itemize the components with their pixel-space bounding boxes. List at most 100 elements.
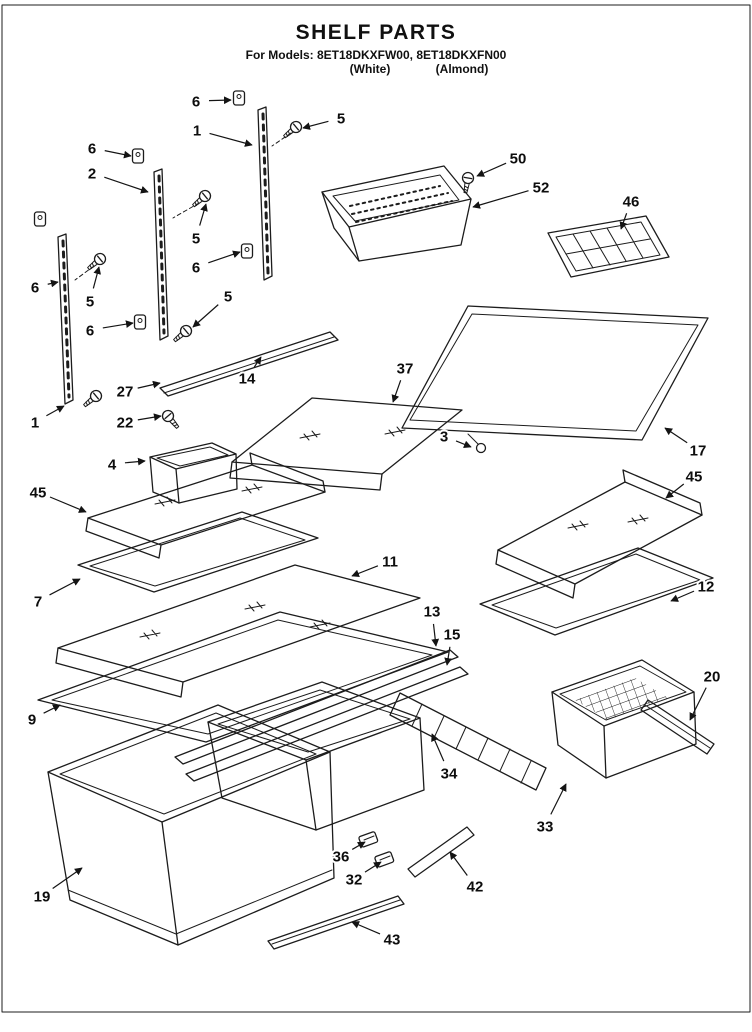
callout-label-7: 7 — [34, 594, 42, 611]
front-rail-13 — [174, 649, 459, 765]
callout-leader-11 — [351, 565, 379, 578]
callout-leader-17 — [664, 427, 688, 444]
callout-label-5: 5 — [337, 111, 345, 128]
trim-strip-43 — [267, 895, 405, 950]
callout-label-5: 5 — [224, 289, 232, 306]
callout-leader-27 — [137, 380, 161, 389]
callout-leader-45 — [49, 496, 87, 513]
shelf-clip-36 — [358, 831, 379, 848]
snack-pan — [321, 165, 476, 262]
callout-leader-52 — [472, 190, 529, 209]
callout-label-37: 37 — [397, 361, 414, 378]
callout-leader-5 — [192, 304, 219, 328]
ice-bin — [149, 442, 238, 504]
glass-shelf-45-right — [495, 469, 703, 599]
callout-label-46: 46 — [623, 194, 640, 211]
callout-leader-42 — [449, 851, 468, 876]
shelf-frame-9 — [37, 611, 469, 782]
shelf-clip-32 — [374, 851, 395, 868]
callout-leader-1 — [46, 405, 65, 417]
shelf-rail-assembly-middle — [131, 148, 214, 346]
callout-leader-5 — [302, 120, 329, 130]
callout-label-45: 45 — [686, 469, 703, 486]
shelf-rail-assembly-left — [33, 211, 109, 411]
callout-leader-6 — [102, 320, 134, 329]
ice-cube-tray — [547, 215, 670, 278]
callout-label-36: 36 — [333, 849, 350, 866]
callout-leader-14 — [253, 356, 262, 368]
callout-label-33: 33 — [537, 819, 554, 836]
shelf-frame-12 — [479, 547, 714, 636]
glass-shelf-45-left — [85, 452, 326, 559]
callout-leader-46 — [619, 213, 628, 230]
shelf-frame-7 — [77, 511, 319, 593]
front-rail-15 — [185, 666, 469, 782]
callout-label-6: 6 — [88, 141, 96, 158]
callout-label-3: 3 — [440, 429, 448, 446]
callout-leader-5 — [92, 266, 101, 289]
callout-leader-4 — [124, 457, 146, 466]
callout-leader-33 — [550, 783, 567, 815]
shelf-rail-assembly-top — [232, 90, 305, 281]
callout-leader-6 — [47, 279, 59, 288]
trim-strip-42 — [407, 826, 475, 878]
callout-label-11: 11 — [382, 554, 398, 571]
callout-label-5: 5 — [192, 231, 200, 248]
callout-leader-9 — [43, 704, 61, 714]
callout-leader-12 — [670, 590, 695, 602]
callout-label-1: 1 — [31, 415, 39, 432]
callout-label-22: 22 — [117, 415, 134, 432]
callout-label-12: 12 — [698, 579, 715, 596]
callout-label-42: 42 — [467, 879, 484, 896]
callout-label-6: 6 — [192, 94, 200, 111]
callout-leader-32 — [364, 861, 382, 873]
callout-label-9: 9 — [28, 712, 36, 729]
callout-leader-50 — [476, 162, 507, 177]
callout-label-52: 52 — [533, 180, 550, 197]
callout-label-19: 19 — [34, 889, 51, 906]
callout-leader-2 — [104, 176, 149, 194]
wire-shelf — [401, 305, 709, 454]
callout-label-32: 32 — [346, 872, 363, 889]
crisper-pan-left — [47, 704, 335, 946]
callout-layer: 6 1 5 6 2 5 6 6 5 6 5 1 27 22 14 37 50 52 46 3 17 45 4 45 11 7 12 1… — [26, 92, 723, 951]
crisper-pan-right — [551, 659, 697, 779]
callout-label-6: 6 — [192, 260, 200, 277]
color-variant-almond: (Almond) — [436, 62, 489, 76]
page-title: SHELF PARTS — [296, 21, 457, 44]
shelf-front-trim-rail — [159, 331, 339, 432]
callout-label-34: 34 — [441, 766, 458, 783]
callout-leader-19 — [52, 867, 83, 890]
callout-label-1: 1 — [193, 123, 201, 140]
callout-label-45: 45 — [30, 485, 47, 502]
callout-leader-43 — [351, 921, 381, 935]
crisper-pan-center — [207, 681, 425, 831]
callout-label-50: 50 — [510, 151, 527, 168]
callout-label-2: 2 — [88, 166, 96, 183]
callout-leader-22 — [137, 413, 162, 422]
glass-shelf-37 — [229, 397, 463, 491]
callout-leader-7 — [49, 578, 81, 596]
callout-label-6: 6 — [31, 280, 39, 297]
callout-label-43: 43 — [384, 932, 401, 949]
callout-leader-6 — [208, 96, 232, 105]
callout-leader-34 — [431, 733, 445, 762]
callout-label-14: 14 — [239, 371, 256, 388]
glass-shelf-11 — [55, 564, 421, 698]
callout-leader-15 — [444, 646, 452, 666]
color-variant-white: (White) — [350, 62, 391, 76]
callout-leader-6 — [104, 150, 132, 159]
callout-leader-1 — [209, 132, 253, 147]
models-line: For Models: 8ET18DKXFW00, 8ET18DKXFN00 — [246, 48, 507, 62]
callout-label-20: 20 — [704, 669, 721, 686]
callout-leader-37 — [391, 380, 402, 403]
callout-leader-20 — [689, 687, 707, 721]
page-border — [1, 4, 751, 1013]
callout-leader-5 — [199, 203, 208, 226]
callout-label-4: 4 — [108, 457, 117, 474]
callout-label-5: 5 — [86, 294, 94, 311]
callout-label-17: 17 — [690, 443, 707, 460]
callout-label-27: 27 — [117, 384, 134, 401]
callout-label-6: 6 — [86, 323, 94, 340]
